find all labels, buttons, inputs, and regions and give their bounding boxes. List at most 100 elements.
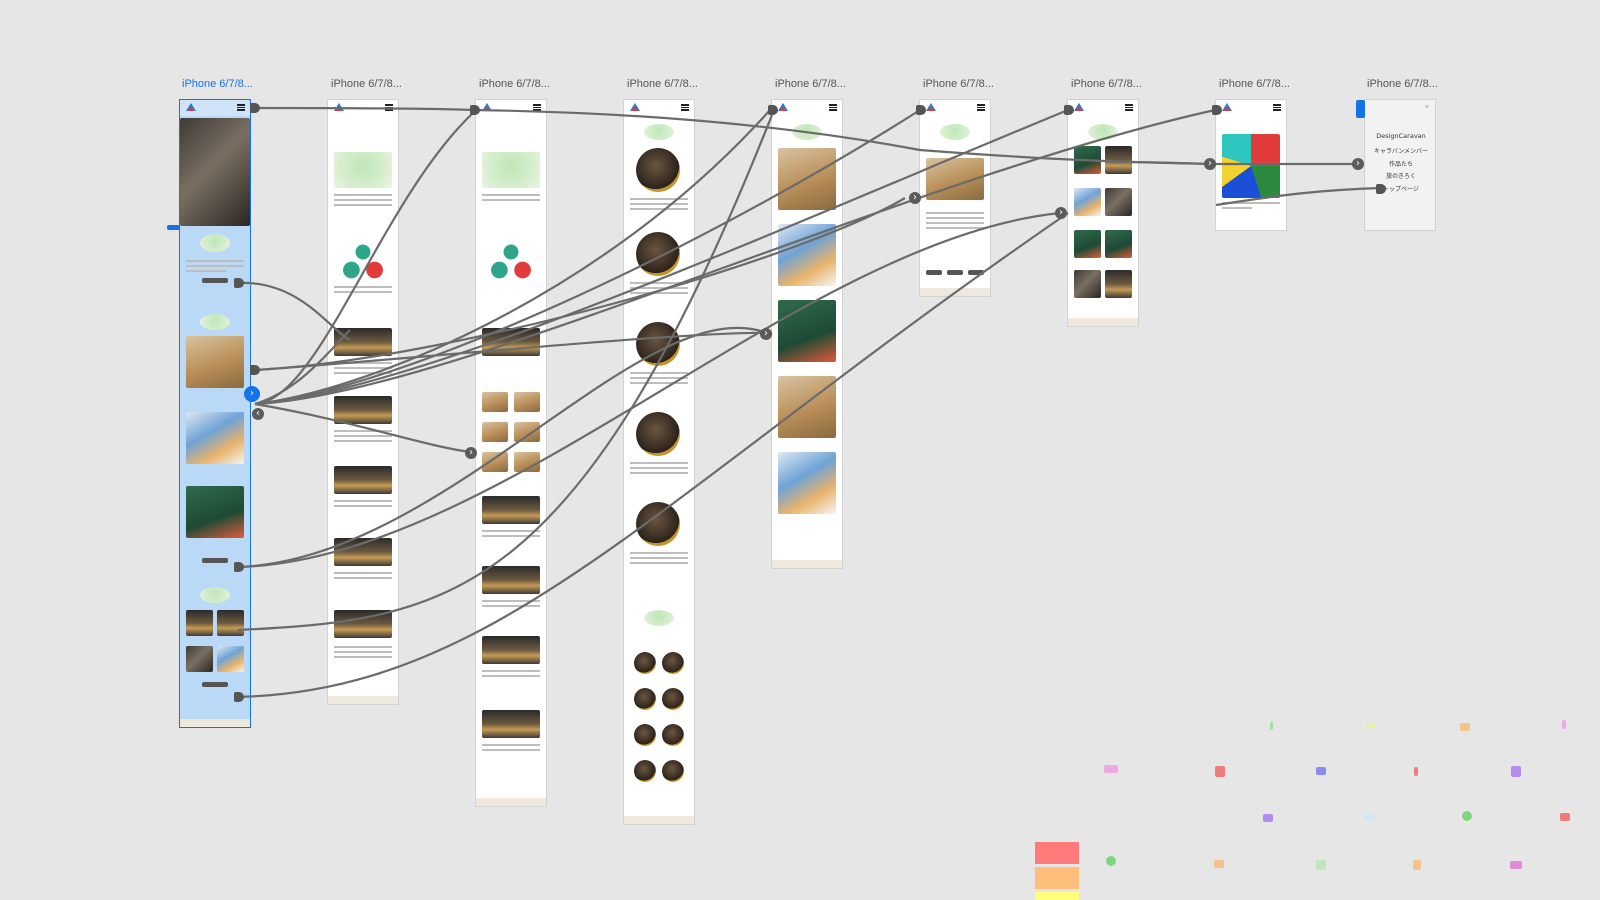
artboard-label-7[interactable]: iPhone 6/7/8... [1071,78,1142,90]
asset-icon[interactable] [1263,814,1273,822]
asset-icon[interactable] [1460,723,1470,731]
asset-icon[interactable] [1511,766,1521,777]
arrow-left-icon[interactable]: ‹ [252,408,264,420]
asset-icon[interactable] [1316,767,1326,775]
arrow-right-icon[interactable]: › [760,328,772,340]
artboard-about-detail[interactable] [476,100,546,806]
artboard-label-4[interactable]: iPhone 6/7/8... [627,78,698,90]
connector-handle[interactable] [768,105,778,115]
hamburger-menu-icon[interactable] [681,104,689,111]
travel-photo[interactable] [1105,146,1132,174]
travel-photo[interactable] [217,610,244,636]
connector-handle[interactable] [250,103,260,113]
work-card[interactable] [778,452,836,514]
menu-item-travel[interactable]: 旅のきろく [1386,173,1416,180]
artboard-about[interactable] [328,100,398,704]
hamburger-menu-icon[interactable] [1125,104,1133,111]
asset-icon[interactable] [1104,765,1118,773]
asset-icon[interactable] [1364,814,1374,819]
travel-photo[interactable] [1105,270,1132,298]
work-card[interactable] [778,300,836,362]
artboard-header [772,100,842,116]
arrow-right-icon[interactable]: › [1055,207,1067,219]
menu-item-members[interactable]: キャラバンメンバー [1373,148,1429,155]
asset-icon[interactable] [1562,720,1566,729]
diagram [482,240,540,280]
travel-photo[interactable] [217,646,244,672]
artboard-label-6[interactable]: iPhone 6/7/8... [923,78,994,90]
artboard-travel[interactable] [1068,100,1138,326]
asset-icon[interactable] [1316,860,1326,870]
asset-icon[interactable] [1560,813,1570,821]
hamburger-menu-icon[interactable] [977,104,985,111]
gallery-image [334,466,392,494]
more-button[interactable] [202,278,228,283]
artboard-works[interactable] [772,100,842,568]
color-swatch-red[interactable] [1035,842,1079,864]
asset-icon[interactable] [1215,766,1225,777]
arrow-right-icon[interactable]: › [465,447,477,459]
asset-icon[interactable] [1462,811,1472,821]
travel-photo[interactable] [186,610,213,636]
artboard-label-1[interactable]: iPhone 6/7/8... [182,78,253,90]
asset-icon[interactable] [1106,856,1116,866]
connector-handle[interactable] [234,692,244,702]
hamburger-menu-icon[interactable] [1273,104,1281,111]
connector-handle[interactable] [1064,105,1074,115]
travel-photo[interactable] [186,646,213,672]
artboard-header [180,100,250,116]
product-card[interactable] [186,336,244,388]
connector-handle[interactable] [1376,184,1386,194]
artboard-menu[interactable]: × DesignCaravan キャラバンメンバー 作品たち 旅のきろく トップ… [1365,100,1435,230]
artboard-label-2[interactable]: iPhone 6/7/8... [331,78,402,90]
member-thumb [634,724,656,746]
connector-handle[interactable] [234,562,244,572]
product-card[interactable] [186,412,244,464]
nav-button[interactable] [968,270,984,275]
connector-handle[interactable] [234,278,244,288]
more-button[interactable] [202,558,228,563]
asset-icon[interactable] [1366,724,1376,727]
artboard-label-8[interactable]: iPhone 6/7/8... [1219,78,1290,90]
hamburger-menu-icon[interactable] [237,104,245,111]
menu-item-works[interactable]: 作品たち [1388,161,1413,168]
travel-photo[interactable] [1074,188,1101,216]
arrow-right-icon[interactable]: › [1352,158,1364,170]
asset-icon[interactable] [1413,860,1421,870]
work-card[interactable] [778,376,836,438]
color-swatch-orange[interactable] [1035,867,1079,889]
menu-item-top[interactable]: トップページ [1383,186,1419,193]
arrow-right-icon[interactable]: › [244,386,260,402]
more-button[interactable] [202,682,228,687]
connector-handle[interactable] [250,365,260,375]
asset-icon[interactable] [1510,861,1522,869]
asset-icon[interactable] [1214,860,1224,868]
travel-photo[interactable] [1105,188,1132,216]
arrow-right-icon[interactable]: › [1204,158,1216,170]
artboard-label-5[interactable]: iPhone 6/7/8... [775,78,846,90]
arrow-right-icon[interactable]: › [909,192,921,204]
artboard-header [1216,100,1286,116]
connector-handle[interactable] [1212,105,1222,115]
travel-photo[interactable] [1074,230,1101,258]
product-card[interactable] [186,486,244,538]
hamburger-menu-icon[interactable] [533,104,541,111]
artboard-members[interactable] [624,100,694,824]
close-icon[interactable]: × [1424,104,1429,111]
travel-photo[interactable] [1105,230,1132,258]
color-swatch-yellow[interactable] [1035,892,1079,900]
nav-button[interactable] [947,270,963,275]
asset-icon[interactable] [1270,722,1273,730]
artboard-home[interactable] [180,100,250,727]
nav-button[interactable] [926,270,942,275]
artboard-label-9[interactable]: iPhone 6/7/8... [1367,78,1438,90]
travel-photo[interactable] [1074,270,1101,298]
artboard-label-3[interactable]: iPhone 6/7/8... [479,78,550,90]
connector-handle[interactable] [470,105,480,115]
asset-icon[interactable] [1414,767,1418,776]
hamburger-menu-icon[interactable] [829,104,837,111]
gallery-image [334,328,392,356]
logo-icon [778,103,788,111]
detail-image [1222,134,1280,198]
connector-handle[interactable] [916,105,926,115]
